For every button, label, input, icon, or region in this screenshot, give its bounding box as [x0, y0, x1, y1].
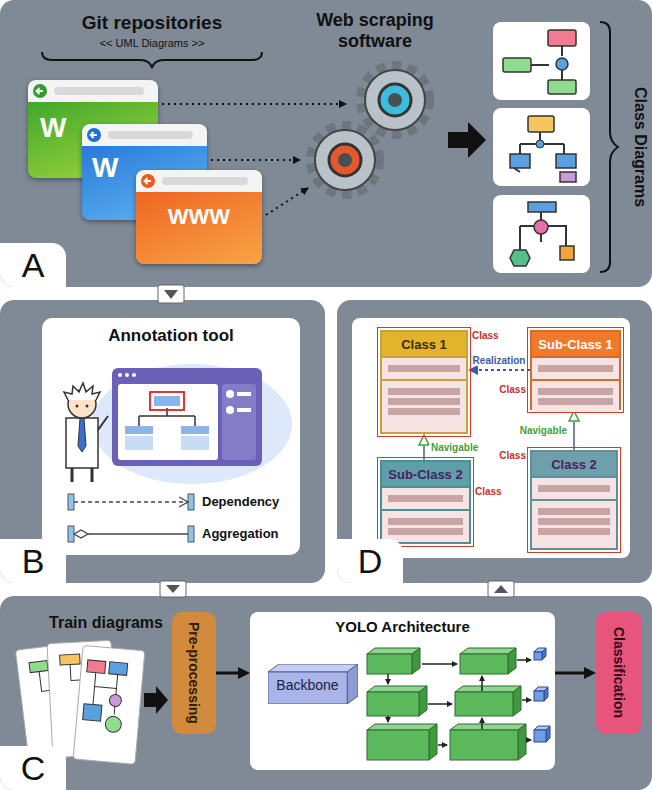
attribute-section [382, 379, 466, 432]
edge-label: Navigable [518, 425, 569, 436]
connector [423, 446, 425, 460]
class-name: Sub-Class 1 [538, 337, 612, 352]
attribute-bar [538, 365, 613, 372]
attribute-bar [538, 528, 610, 535]
browser-window: WWW [136, 170, 262, 264]
model-card: YOLO ArchitectureBackbone [250, 612, 555, 770]
legend-label: Aggregation [202, 526, 279, 541]
class-name: Class 1 [401, 337, 447, 352]
train-diagram-pages [15, 640, 144, 764]
attribute-section [532, 476, 616, 499]
card-title: Annotation tool [42, 318, 300, 346]
output-arrow [448, 122, 486, 158]
browser-controls [28, 80, 158, 102]
attribute-bar [538, 388, 613, 395]
class-header: Class 2 [532, 452, 616, 476]
edge-label: Navigable [429, 442, 480, 453]
class-name: Class 2 [551, 457, 597, 472]
text-label: Train diagrams [40, 614, 172, 632]
browser-text: WWW [136, 206, 262, 228]
connector [555, 672, 584, 675]
title-bar [82, 124, 207, 146]
attribute-section [532, 379, 619, 412]
panel-letter: D [337, 539, 403, 583]
attribute-bar [388, 528, 463, 535]
gear-icon [311, 66, 429, 194]
class-header: Class 1 [382, 332, 466, 356]
uml-class-box: Sub-Class 1Class [530, 330, 621, 410]
annotation-label: Class [472, 330, 499, 341]
card-title: YOLO Architecture [250, 612, 555, 635]
attribute-section [532, 356, 619, 379]
annotation-label: Class [499, 384, 526, 395]
annotation-illustration [42, 318, 300, 555]
attribute-bar [388, 388, 460, 395]
process-label: Pre-processing [186, 622, 202, 724]
attribute-section [382, 509, 469, 542]
attribute-section [532, 499, 616, 548]
title-bar [136, 170, 262, 192]
text-label: << UML Diagrams >> [52, 37, 252, 49]
attribute-bar [388, 518, 463, 525]
attribute-bar [388, 365, 460, 372]
annotation-label: Class [499, 450, 526, 461]
class-name: Sub-Class 2 [388, 467, 462, 482]
attribute-bar [538, 508, 610, 515]
attribute-bar [388, 398, 460, 405]
attribute-bar [388, 408, 460, 415]
class-header: Sub-Class 2 [382, 462, 469, 486]
uml-class-box: Sub-Class 2Class [380, 460, 471, 544]
block-label: Backbone [268, 664, 358, 693]
title-bar [28, 80, 158, 102]
diagram-thumbnails [493, 22, 590, 273]
input-arrow [144, 686, 168, 714]
annotation-label: Class [475, 486, 502, 497]
connector [216, 672, 238, 675]
legend-label: Dependency [202, 494, 279, 509]
text-label: Git repositories [52, 12, 252, 34]
browser-controls [136, 170, 262, 192]
class-diagram-card [352, 318, 630, 558]
edge-label: Realization [471, 355, 528, 366]
stage-panel: Annotation toolDependencyAggregationB [0, 300, 325, 583]
browser-text: W [92, 154, 118, 182]
uml-brace [42, 52, 262, 68]
class-diagrams-brace [600, 22, 618, 272]
process-box: Classification [596, 612, 642, 734]
attribute-section [382, 356, 466, 379]
backbone-block: Backbone [268, 664, 358, 704]
browser-text: W [40, 114, 66, 142]
text-label: Class Diagrams [625, 87, 649, 207]
attribute-bar [538, 518, 610, 525]
uml-class-box: Class 1Class [380, 330, 468, 434]
annotation-card: Annotation toolDependencyAggregation [42, 318, 300, 555]
connector [478, 369, 530, 371]
text-label: Web scraping software [298, 10, 452, 51]
uml-class-box: Class 2Class [530, 450, 618, 550]
attribute-bar [538, 485, 610, 492]
class-header: Sub-Class 1 [532, 332, 619, 356]
panel-letter: C [0, 746, 66, 790]
flow-arrow-box [158, 285, 514, 597]
attribute-bar [388, 495, 463, 502]
panel-letter: A [0, 243, 66, 287]
process-label: Classification [611, 627, 627, 718]
panel-letter: B [0, 539, 66, 583]
attribute-section [382, 486, 469, 509]
browser-controls [82, 124, 207, 146]
process-box: Pre-processing [172, 612, 216, 734]
attribute-bar [538, 398, 613, 405]
connector [573, 422, 575, 450]
